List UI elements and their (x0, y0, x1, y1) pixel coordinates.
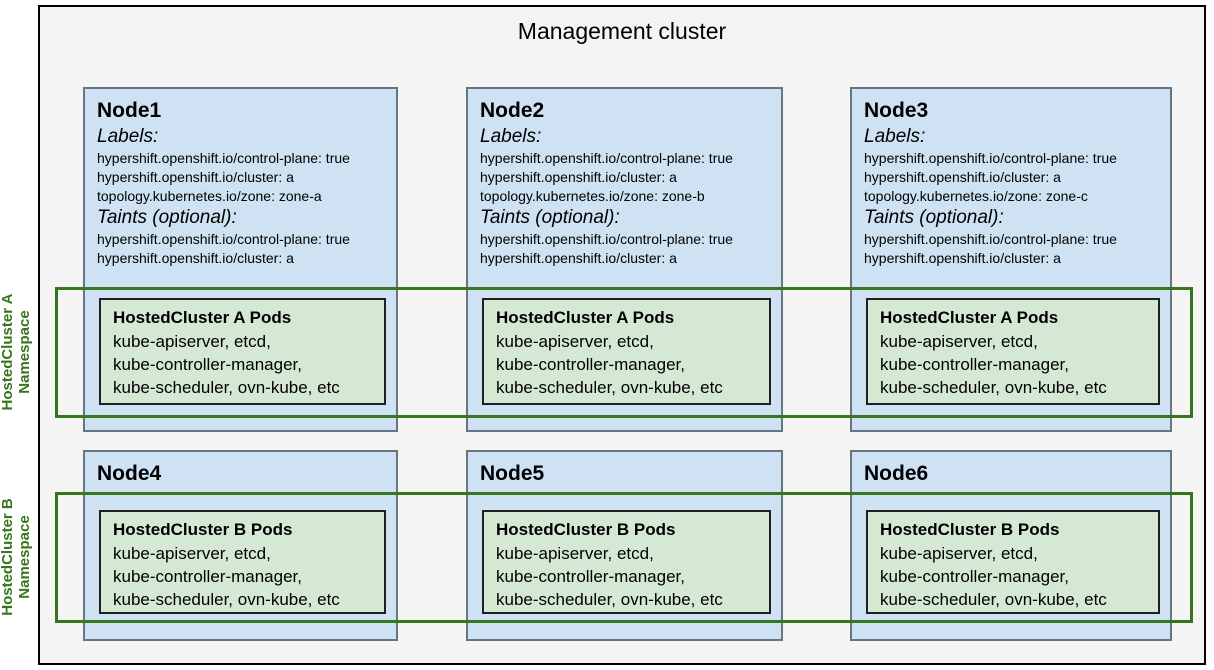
pod-line: kube-scheduler, ovn-kube, etc (496, 590, 723, 609)
diagram-title: Management cluster (517, 18, 727, 44)
pods-title: HostedCluster B Pods (113, 520, 293, 539)
label-line: topology.kubernetes.io/zone: zone-b (480, 188, 705, 204)
hostedcluster-pods-box: HostedCluster B Pods kube-apiserver, etc… (99, 510, 386, 614)
node-box: Node2 Labels: hypershift.openshift.io/co… (466, 87, 783, 432)
hostedcluster-a-namespace-label: HostedCluster A Namespace (0, 267, 43, 437)
taint-line: hypershift.openshift.io/cluster: a (864, 250, 1061, 266)
pods-list: kube-apiserver, etcd, kube-controller-man… (496, 542, 757, 611)
pods-title: HostedCluster B Pods (496, 520, 676, 539)
pod-line: kube-apiserver, etcd, (496, 332, 654, 351)
hostedcluster-pods-box: HostedCluster A Pods kube-apiserver, etc… (482, 298, 771, 405)
taints-heading: Taints (optional): (97, 207, 237, 228)
pod-line: kube-controller-manager, (113, 567, 302, 586)
pods-list: kube-apiserver, etcd, kube-controller-man… (496, 330, 757, 399)
pod-line: kube-controller-manager, (113, 355, 302, 374)
hostedcluster-pods-box: HostedCluster A Pods kube-apiserver, etc… (866, 298, 1160, 405)
pod-line: kube-scheduler, ovn-kube, etc (880, 590, 1107, 609)
label-line: hypershift.openshift.io/control-plane: t… (97, 150, 350, 166)
label-line: hypershift.openshift.io/control-plane: t… (480, 150, 733, 166)
pod-line: kube-apiserver, etcd, (113, 544, 271, 563)
namespace-label-line: HostedCluster B (0, 498, 16, 616)
namespace-label-line: HostedCluster A (0, 293, 16, 411)
pods-title: HostedCluster A Pods (496, 308, 675, 327)
taints-heading: Taints (optional): (864, 207, 1004, 228)
pods-title: HostedCluster A Pods (113, 308, 292, 327)
pod-line: kube-scheduler, ovn-kube, etc (113, 590, 340, 609)
node-box: Node3 Labels: hypershift.openshift.io/co… (850, 87, 1172, 432)
labels-heading: Labels: (864, 126, 926, 147)
pods-list: kube-apiserver, etcd, kube-controller-man… (880, 330, 1146, 399)
taints-list: hypershift.openshift.io/control-plane: t… (97, 230, 386, 268)
pod-line: kube-controller-manager, (496, 355, 685, 374)
pod-line: kube-scheduler, ovn-kube, etc (880, 378, 1107, 397)
taint-line: hypershift.openshift.io/cluster: a (480, 250, 677, 266)
pod-line: kube-controller-manager, (880, 355, 1069, 374)
node-title: Node5 (480, 462, 545, 485)
label-line: topology.kubernetes.io/zone: zone-a (97, 188, 322, 204)
node-box: Node1 Labels: hypershift.openshift.io/co… (83, 87, 398, 432)
label-line: hypershift.openshift.io/cluster: a (480, 169, 677, 185)
hostedcluster-pods-box: HostedCluster B Pods kube-apiserver, etc… (482, 510, 771, 614)
node-title: Node2 (480, 99, 545, 122)
node-title: Node1 (97, 99, 162, 122)
taint-line: hypershift.openshift.io/control-plane: t… (480, 231, 733, 247)
labels-heading: Labels: (480, 126, 542, 147)
label-line: hypershift.openshift.io/cluster: a (97, 169, 294, 185)
node-title: Node4 (97, 462, 162, 485)
taint-line: hypershift.openshift.io/control-plane: t… (864, 231, 1117, 247)
labels-list: hypershift.openshift.io/control-plane: t… (864, 149, 1160, 206)
pods-list: kube-apiserver, etcd, kube-controller-man… (880, 542, 1146, 611)
pods-title: HostedCluster A Pods (880, 308, 1059, 327)
pod-line: kube-controller-manager, (880, 567, 1069, 586)
node-box: Node5 HostedCluster B Pods kube-apiserve… (466, 450, 783, 641)
namespace-label-line: Namespace (16, 515, 33, 599)
hostedcluster-b-namespace-label: HostedCluster B Namespace (0, 472, 43, 642)
labels-list: hypershift.openshift.io/control-plane: t… (97, 149, 386, 206)
taint-line: hypershift.openshift.io/cluster: a (97, 250, 294, 266)
pod-line: kube-scheduler, ovn-kube, etc (113, 378, 340, 397)
label-line: hypershift.openshift.io/control-plane: t… (864, 150, 1117, 166)
taints-heading: Taints (optional): (480, 207, 620, 228)
node-box: Node4 HostedCluster B Pods kube-apiserve… (83, 450, 398, 641)
pod-line: kube-apiserver, etcd, (880, 544, 1038, 563)
node-title: Node3 (864, 99, 929, 122)
node-box: Node6 HostedCluster B Pods kube-apiserve… (850, 450, 1172, 641)
pod-line: kube-scheduler, ovn-kube, etc (496, 378, 723, 397)
taint-line: hypershift.openshift.io/control-plane: t… (97, 231, 350, 247)
pod-line: kube-apiserver, etcd, (880, 332, 1038, 351)
pod-line: kube-controller-manager, (496, 567, 685, 586)
hostedcluster-pods-box: HostedCluster A Pods kube-apiserver, etc… (99, 298, 386, 405)
node-metadata: Labels: hypershift.openshift.io/control-… (468, 125, 781, 268)
node-title: Node6 (864, 462, 929, 485)
labels-heading: Labels: (97, 126, 159, 147)
pod-line: kube-apiserver, etcd, (496, 544, 654, 563)
taints-list: hypershift.openshift.io/control-plane: t… (480, 230, 771, 268)
pods-title: HostedCluster B Pods (880, 520, 1060, 539)
label-line: hypershift.openshift.io/cluster: a (864, 169, 1061, 185)
taints-list: hypershift.openshift.io/control-plane: t… (864, 230, 1160, 268)
pod-line: kube-apiserver, etcd, (113, 332, 271, 351)
node-metadata: Labels: hypershift.openshift.io/control-… (852, 125, 1170, 268)
label-line: topology.kubernetes.io/zone: zone-c (864, 188, 1088, 204)
hostedcluster-pods-box: HostedCluster B Pods kube-apiserver, etc… (866, 510, 1160, 614)
pods-list: kube-apiserver, etcd, kube-controller-man… (113, 330, 372, 399)
node-metadata: Labels: hypershift.openshift.io/control-… (85, 125, 396, 268)
labels-list: hypershift.openshift.io/control-plane: t… (480, 149, 771, 206)
namespace-label-line: Namespace (16, 310, 33, 394)
pods-list: kube-apiserver, etcd, kube-controller-man… (113, 542, 372, 611)
